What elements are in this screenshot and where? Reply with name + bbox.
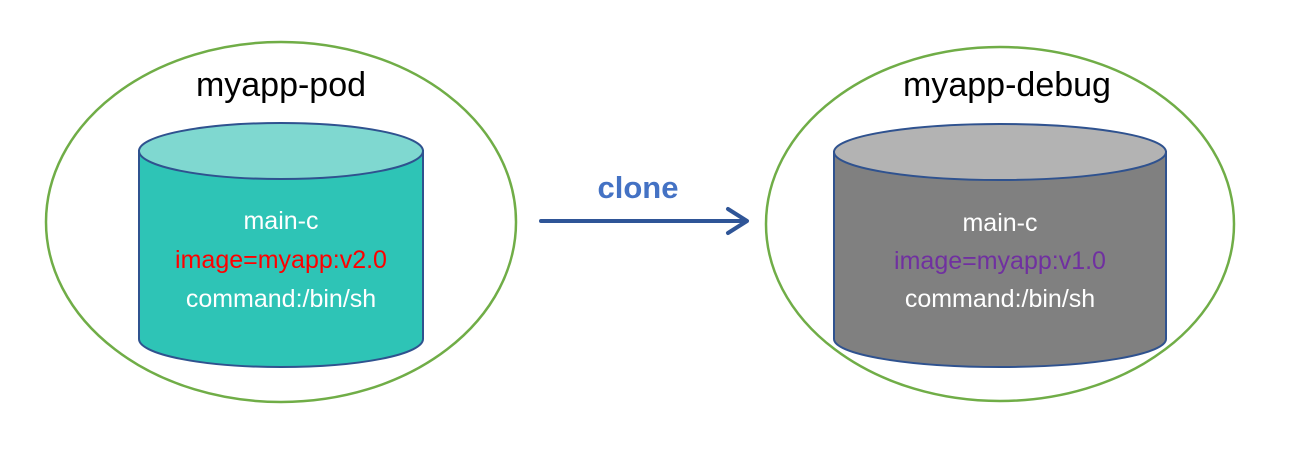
source-container-image: image=myapp:v2.0 bbox=[175, 246, 387, 274]
target-container-name: main-c bbox=[962, 209, 1037, 237]
source-container-command: command:/bin/sh bbox=[186, 285, 376, 313]
target-container-cylinder bbox=[833, 123, 1167, 368]
target-cylinder-body bbox=[833, 151, 1167, 368]
source-cylinder-top bbox=[138, 122, 424, 180]
source-pod-title: myapp-pod bbox=[196, 66, 366, 104]
source-cylinder-body bbox=[138, 150, 424, 368]
target-container-image: image=myapp:v1.0 bbox=[894, 247, 1106, 275]
target-pod-outline bbox=[764, 45, 1236, 403]
clone-arrow: clone bbox=[539, 170, 749, 235]
clone-arrow-head bbox=[726, 207, 749, 235]
clone-arrow-label: clone bbox=[598, 170, 679, 205]
source-container-cylinder bbox=[138, 122, 424, 368]
source-pod-outline bbox=[44, 40, 518, 404]
target-cylinder-top bbox=[833, 123, 1167, 181]
source-pod: myapp-pod main-c image=myapp:v2.0 comman… bbox=[44, 40, 518, 404]
source-container-name: main-c bbox=[243, 207, 318, 235]
target-pod: myapp-debug main-c image=myapp:v1.0 comm… bbox=[764, 45, 1236, 403]
target-pod-title: myapp-debug bbox=[903, 66, 1111, 104]
target-container-command: command:/bin/sh bbox=[905, 285, 1095, 313]
